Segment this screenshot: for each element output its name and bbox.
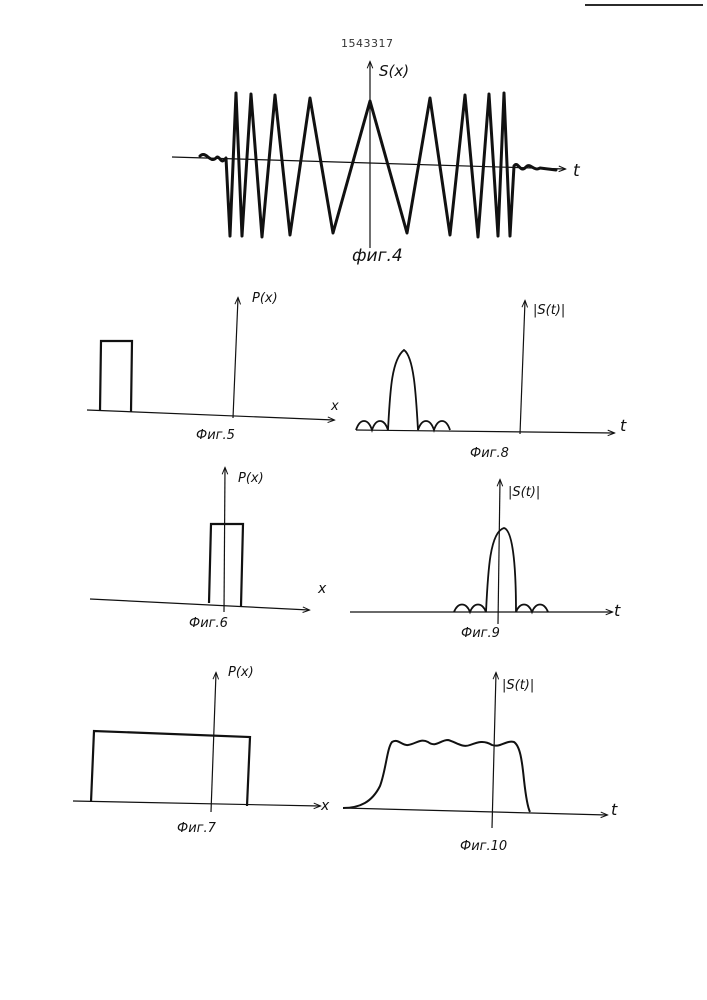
fig7-p-axis [211,673,216,812]
fig6-caption: Фиг.6 [189,616,228,631]
fig6-x-axis [90,599,309,610]
fig7-x-axis-label: x [320,798,330,814]
fig10-caption: Фиг.10 [460,839,507,854]
fig8-y-axis-label: |S(t)| [533,303,565,318]
fig4-x-axis-label: t [573,161,581,181]
figure-8: |S(t)| t Фиг.8 [356,301,627,461]
fig5-y-axis-label: P(x) [252,291,278,306]
figure-6: P(x) x Фиг.6 [90,468,327,631]
fig5-x-axis-label: x [330,399,339,414]
fig4-y-axis-label: S(x) [379,62,409,80]
fig9-caption: Фиг.9 [461,626,500,641]
figure-7: P(x) x Фиг.7 [73,665,330,836]
fig6-rect-pulse [209,524,243,606]
fig8-t-axis [356,430,614,433]
fig10-t-axis [343,808,607,815]
fig10-flat-top-envelope [343,740,530,812]
fig10-s-axis [492,673,496,828]
figure-4: S(x) t фиг.4 [172,62,581,266]
fig8-caption: Фиг.8 [470,446,509,461]
fig9-x-axis-label: t [614,601,621,620]
fig7-x-axis [73,801,320,806]
figure-9: |S(t)| t Фиг.9 [350,480,621,641]
fig7-caption: Фиг.7 [177,821,217,836]
fig9-sinc-envelope [454,528,548,612]
fig4-chirp-signal [200,93,556,237]
fig8-s-axis [520,301,525,434]
figure-5: P(x) x Фиг.5 [87,291,339,443]
fig8-x-axis-label: t [620,416,627,435]
fig6-y-axis-label: P(x) [238,471,264,486]
fig8-sinc-envelope [356,350,450,430]
fig9-y-axis-label: |S(t)| [508,485,540,500]
fig4-caption: фиг.4 [352,246,403,266]
fig10-x-axis-label: t [611,800,618,819]
fig9-s-axis [498,480,500,624]
fig7-rect-pulse [91,731,250,806]
fig5-caption: Фиг.5 [196,428,235,443]
fig10-y-axis-label: |S(t)| [502,678,534,693]
figure-10: |S(t)| t Фиг.10 [343,673,618,854]
fig5-rect-pulse [100,341,132,412]
fig5-p-axis [233,298,238,418]
fig6-x-axis-label: x [317,581,327,597]
fig6-p-axis [224,468,225,612]
fig7-y-axis-label: P(x) [228,665,254,680]
fig5-x-axis [87,410,334,420]
